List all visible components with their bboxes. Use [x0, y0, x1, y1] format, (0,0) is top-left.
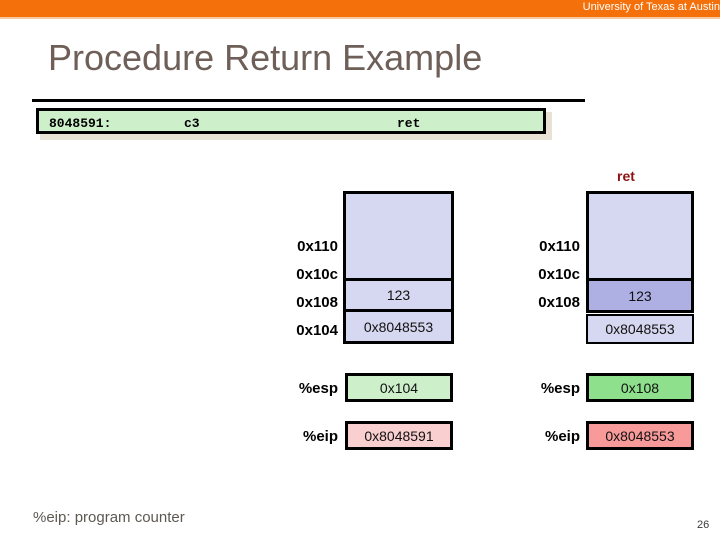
stack-cell-0x108-before: 123 — [346, 278, 451, 309]
stack-cell-popped-after: 0x8048553 — [586, 314, 694, 344]
stack-cell-empty-before — [346, 194, 451, 278]
stack-address-label-0x108-before: 0x108 — [296, 294, 338, 311]
stack-cell-empty-after — [589, 194, 691, 278]
page-title: Procedure Return Example — [48, 37, 483, 78]
stack-address-label-0x10c-before: 0x10c — [296, 266, 338, 283]
stack-address-label-0x108-after: 0x108 — [538, 294, 580, 311]
register-value-esp-after: 0x108 — [586, 373, 694, 402]
title-divider — [32, 99, 585, 102]
code-block: 8048591: c3 ret — [36, 108, 546, 134]
code-mnemonic: ret — [397, 116, 421, 131]
stack-cell-0x104-before: 0x8048553 — [346, 309, 451, 341]
register-value-esp-before: 0x104 — [345, 373, 453, 402]
stack-address-label-0x104-before: 0x104 — [296, 322, 338, 339]
banner-underline — [0, 17, 720, 19]
page-number: 26 — [697, 519, 710, 531]
register-label-eip-after: %eip — [544, 428, 580, 445]
stack-diagram-after: 123 — [586, 191, 694, 313]
stack-address-label-0x10c-after: 0x10c — [538, 266, 580, 283]
top-banner: University of Texas at Austin — [0, 0, 720, 17]
register-value-eip-before: 0x8048591 — [345, 421, 453, 450]
register-label-esp-before: %esp — [298, 380, 338, 397]
institution-label: University of Texas at Austin — [582, 1, 720, 13]
stack-address-label-0x110-before: 0x110 — [297, 238, 338, 255]
code-machine-bytes: c3 — [184, 116, 200, 131]
footnote-eip-definition: %eip: program counter — [33, 509, 185, 526]
step-label-ret: ret — [617, 168, 635, 184]
stack-diagram-before: 123 0x8048553 — [343, 191, 454, 344]
register-label-esp-after: %esp — [540, 380, 580, 397]
stack-address-label-0x110-after: 0x110 — [539, 238, 580, 255]
code-address: 8048591: — [49, 116, 112, 131]
register-value-eip-after: 0x8048553 — [586, 421, 694, 450]
stack-cell-0x108-after: 123 — [589, 278, 691, 310]
register-label-eip-before: %eip — [302, 428, 338, 445]
